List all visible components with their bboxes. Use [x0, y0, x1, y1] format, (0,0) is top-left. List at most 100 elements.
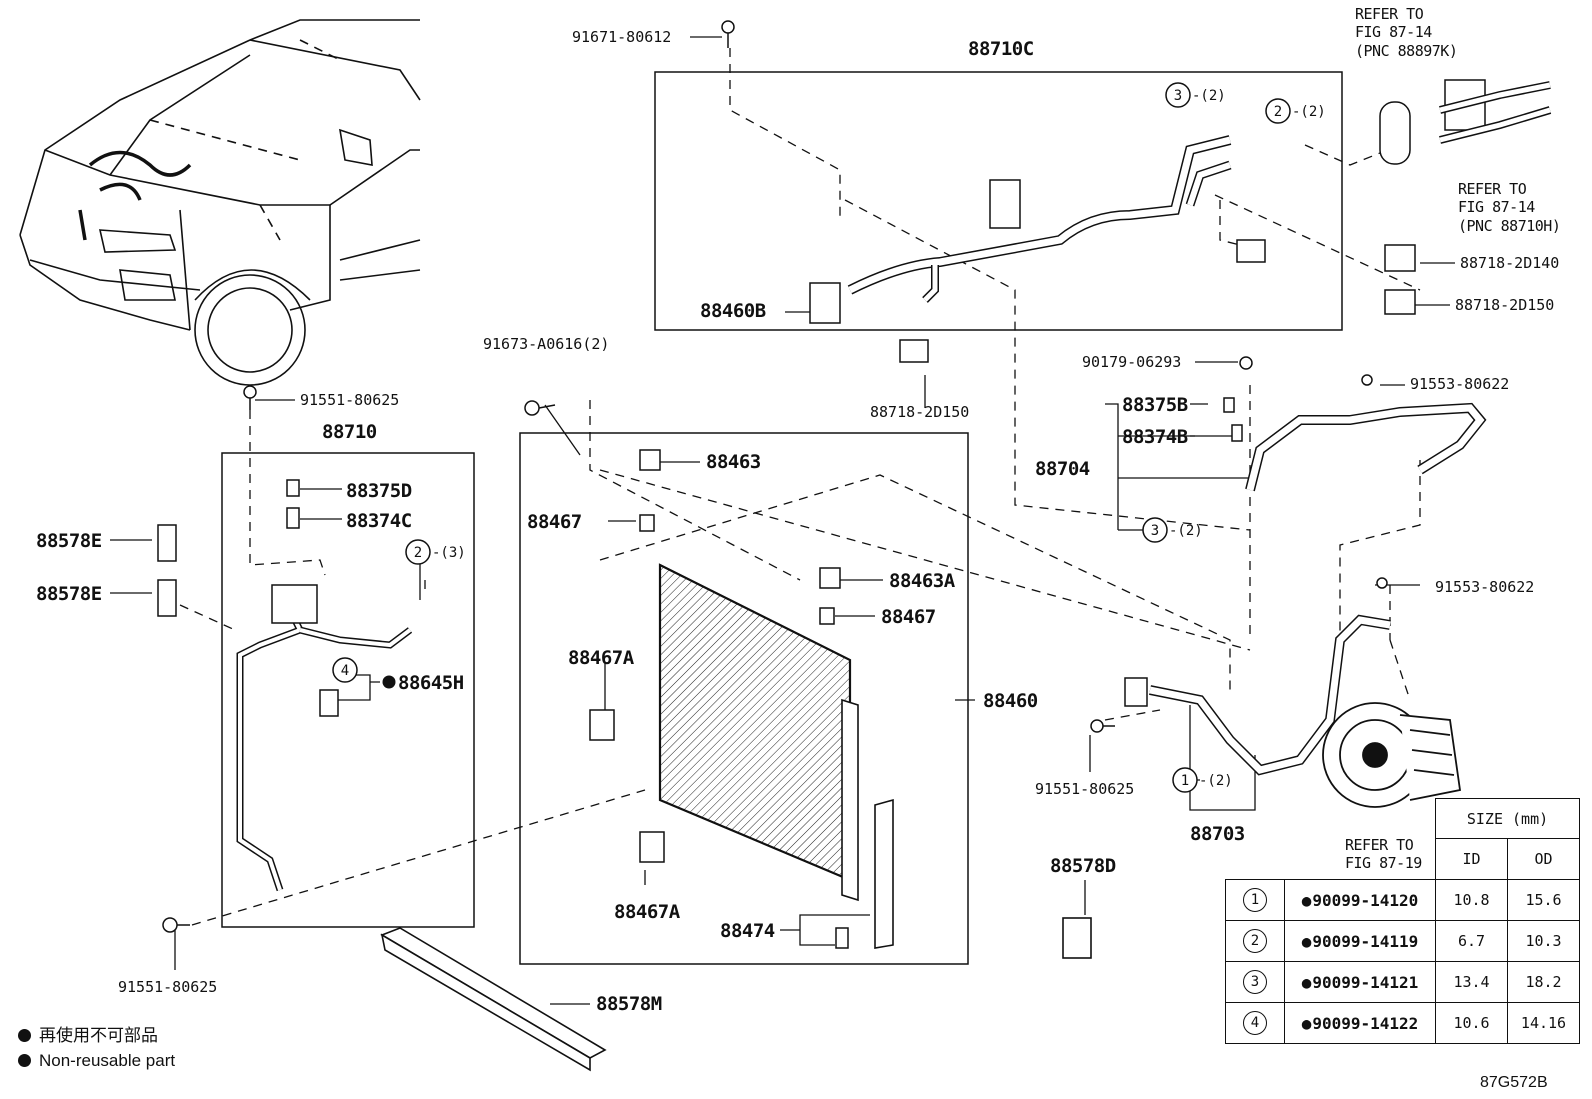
- small-parts: [157, 20, 1486, 949]
- callout-1-qty: -(2): [1199, 773, 1233, 789]
- box-88710C: [654, 71, 1343, 331]
- callout-circles: [332, 82, 1291, 793]
- refrigerant-pipes: [236, 135, 1487, 892]
- row-number-circle: 4: [1243, 1011, 1267, 1035]
- label-91551-80625-mid: 91551-80625: [1035, 780, 1135, 798]
- callout-2-left: [405, 539, 431, 565]
- legend-jp-text: 再使用不可部品: [39, 1026, 158, 1045]
- refer-note-87-19: REFER TO FIG 87-19: [1345, 836, 1422, 873]
- refer-note-88710H-line2: FIG 87-14: [1458, 198, 1535, 217]
- callout-2-top: [1265, 98, 1291, 124]
- callout-2-top-qty: -(2): [1292, 104, 1326, 120]
- size-table-col-id: ID: [1435, 838, 1508, 880]
- label-88467A-lower: 88467A: [614, 901, 680, 923]
- label-91553-80622-top: 91553-80622: [1410, 375, 1510, 393]
- table-row: 4 90099-14122 10.6 14.16: [1225, 1002, 1580, 1044]
- label-88460: 88460: [983, 690, 1038, 712]
- size-table-col-od: OD: [1507, 838, 1580, 880]
- callout-4-num: 4: [341, 663, 349, 679]
- label-88578M: 88578M: [596, 993, 662, 1015]
- box-88460: [519, 432, 969, 965]
- compressor: [1322, 702, 1462, 808]
- vehicle-illustration: [19, 19, 421, 386]
- condenser: [380, 563, 1092, 1072]
- label-88474: 88474: [720, 920, 775, 942]
- label-88375B: 88375B: [1122, 394, 1188, 416]
- label-88578E-lower: 88578E: [36, 583, 102, 605]
- part-number: 90099-14122: [1284, 1002, 1436, 1044]
- row-number-circle: 2: [1243, 929, 1267, 953]
- refer-note-88710H-line3: (PNC 88710H): [1458, 216, 1561, 235]
- legend-en: Non-reusable part: [18, 1052, 175, 1069]
- label-88710C: 88710C: [968, 38, 1034, 60]
- refer-note-88897K: REFER TO FIG 87-14 (PNC 88897K): [1355, 5, 1458, 60]
- row-number-circle: 1: [1243, 888, 1267, 912]
- dashed-leaders: [179, 48, 1421, 926]
- callout-3-mid: [1142, 517, 1168, 543]
- table-row: 2 90099-14119 6.7 10.3: [1225, 920, 1580, 962]
- legend-jp: 再使用不可部品: [18, 1027, 158, 1044]
- refer-note-87-19-line2: FIG 87-19: [1345, 854, 1422, 873]
- label-91551-80625-top: 91551-80625: [300, 391, 400, 409]
- box-88710: [221, 452, 475, 928]
- callout-4: [332, 657, 358, 683]
- part-number: 90099-14119: [1284, 920, 1436, 962]
- label-88467-upper: 88467: [527, 511, 582, 533]
- solid-leaders: [110, 36, 1455, 1005]
- table-row: 3 90099-14121 13.4 18.2: [1225, 961, 1580, 1003]
- non-reusable-dot-88645H: [382, 675, 396, 689]
- inner-diameter: 10.8: [1435, 879, 1508, 921]
- callout-1-num: 1: [1181, 773, 1189, 789]
- size-table-header-2: ID OD: [1226, 838, 1580, 880]
- label-88718-2D150-right: 88718-2D150: [1455, 296, 1555, 314]
- group-boxes: [221, 71, 1343, 965]
- inner-diameter: 10.6: [1435, 1002, 1508, 1044]
- label-88463A: 88463A: [889, 570, 955, 592]
- inner-diameter: 13.4: [1435, 961, 1508, 1003]
- callout-3-top-num: 3: [1174, 88, 1182, 104]
- refer-note-88710H-line1: REFER TO: [1458, 180, 1527, 198]
- label-88467A-upper: 88467A: [568, 647, 634, 669]
- label-88578D: 88578D: [1050, 855, 1116, 877]
- label-88460B: 88460B: [700, 300, 766, 322]
- legend-dot: [18, 1054, 31, 1067]
- legend-dot: [18, 1029, 31, 1042]
- label-91551-80625-bottom: 91551-80625: [118, 978, 218, 996]
- label-88467-lower: 88467: [881, 606, 936, 628]
- part-number: 90099-14120: [1284, 879, 1436, 921]
- callout-3-mid-num: 3: [1151, 523, 1159, 539]
- label-88375D: 88375D: [346, 480, 412, 502]
- callout-3-mid-qty: -(2): [1169, 523, 1203, 539]
- outer-diameter: 14.16: [1507, 1002, 1580, 1044]
- refer-note-87-19-line1: REFER TO: [1345, 836, 1414, 854]
- label-88718-2D150-center: 88718-2D150: [870, 403, 970, 421]
- outer-diameter: 15.6: [1507, 879, 1580, 921]
- callout-3-top-qty: -(2): [1192, 88, 1226, 104]
- size-table-title: SIZE (mm): [1435, 798, 1580, 839]
- refer-note-88897K-line2: FIG 87-14: [1355, 23, 1432, 42]
- label-88703: 88703: [1190, 823, 1245, 845]
- label-88718-2D140: 88718-2D140: [1460, 254, 1560, 272]
- o-ring-size-table: SIZE (mm) ID OD 1 90099-14120 10.8 15.6 …: [1225, 798, 1580, 1044]
- part-number: 90099-14121: [1284, 961, 1436, 1003]
- label-88578E-upper: 88578E: [36, 530, 102, 552]
- label-88645H: 88645H: [398, 672, 464, 694]
- callout-3-top: [1165, 82, 1191, 108]
- label-88374C: 88374C: [346, 510, 412, 532]
- label-90179-06293: 90179-06293: [1082, 353, 1182, 371]
- callout-numbers: 3 2 2 4 3 1: [341, 88, 1282, 789]
- refer-note-88710H: REFER TO FIG 87-14 (PNC 88710H): [1458, 180, 1561, 235]
- label-88710: 88710: [322, 421, 377, 443]
- callout-qty: -(2) -(2) -(3) -(2) -(2): [432, 88, 1326, 789]
- table-row: 1 90099-14120 10.8 15.6: [1225, 879, 1580, 921]
- legend-en-text: Non-reusable part: [39, 1051, 176, 1070]
- label-91673-A0616: 91673-A0616(2): [483, 335, 610, 353]
- inner-diameter: 6.7: [1435, 920, 1508, 962]
- figure-code: 87G572B: [1480, 1074, 1548, 1091]
- label-91671-80612: 91671-80612: [572, 28, 672, 46]
- hoses-ref-inner: [1439, 82, 1551, 143]
- outer-diameter: 18.2: [1507, 961, 1580, 1003]
- label-88374B: 88374B: [1122, 426, 1188, 448]
- callout-2-left-qty: -(3): [432, 545, 466, 561]
